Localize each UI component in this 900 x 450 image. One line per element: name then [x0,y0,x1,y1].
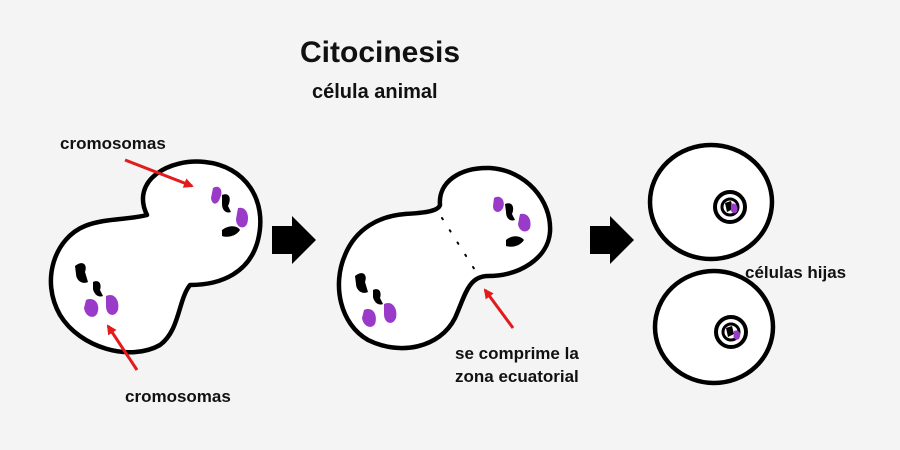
chromosome-black [373,289,383,305]
label-cromosomas-top: cromosomas [60,134,166,153]
label-celulas-hijas: células hijas [745,263,847,282]
chromosome-black [222,226,240,237]
daughter-cell-bottom-membrane [652,268,776,386]
stage-arrow-2 [590,216,634,264]
pointer-arrow-bottom [106,324,139,371]
label-cromosomas-bottom: cromosomas [125,387,231,406]
chromosome-purple [362,309,376,327]
chromosome-purple [493,196,504,212]
pointer-arrow-top [124,158,194,188]
label-zona-ecuatorial-line2: zona ecuatorial [455,366,579,386]
chromosome-purple [730,203,738,214]
chromosome-black [75,263,88,283]
label-zona-ecuatorial: se comprime la zona ecuatorial [455,343,579,389]
stage-2-cell [336,165,553,351]
equatorial-dotted-line [441,217,481,279]
chromosome-black [505,203,515,221]
stage-arrow-1 [272,216,316,264]
cell-1-membrane [48,159,263,355]
chromosome-black [726,326,734,337]
chromosome-purple [106,294,119,315]
diagram-subtitle: célula animal [312,81,438,103]
daughter-cell-top [647,142,775,262]
pointer-arrow-equator [483,288,515,329]
chromosome-black [506,236,524,247]
daughter-cell-top-membrane [647,142,775,262]
chromosome-black [355,273,368,293]
chromosome-black [93,281,103,297]
chromosome-purple [84,299,99,317]
label-zona-ecuatorial-line1: se comprime la [455,344,579,363]
chromosome-purple [733,330,741,340]
stage-1-cell [48,159,263,355]
chromosome-purple [384,302,397,323]
daughter-cell-bottom [652,268,776,386]
chromosome-black [222,194,231,213]
chromosome-purple [518,213,531,232]
chromosome-purple [236,207,248,228]
diagram-title: Citocinesis [300,36,461,69]
chromosome-purple [211,186,222,204]
cell-2-membrane [336,165,553,351]
